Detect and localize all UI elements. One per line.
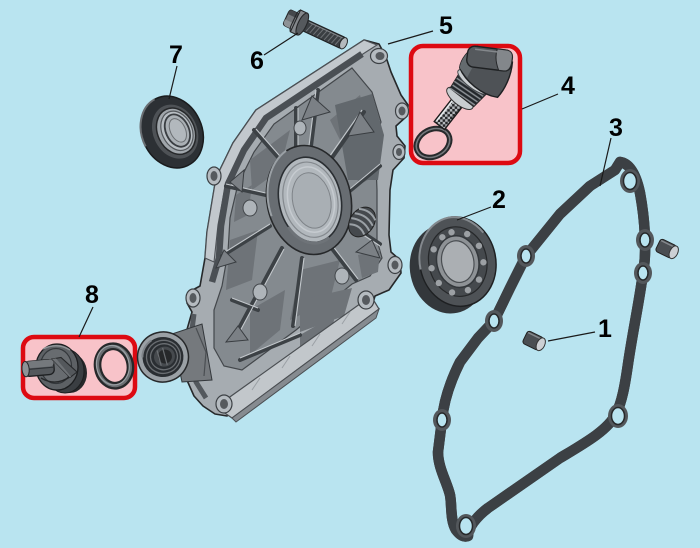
svg-text:3: 3 (609, 114, 623, 142)
svg-text:5: 5 (439, 12, 453, 40)
svg-text:2: 2 (492, 186, 506, 214)
svg-text:4: 4 (561, 72, 575, 100)
svg-text:1: 1 (598, 315, 612, 343)
svg-text:7: 7 (169, 41, 183, 69)
svg-text:6: 6 (250, 47, 264, 75)
svg-text:8: 8 (85, 281, 99, 309)
